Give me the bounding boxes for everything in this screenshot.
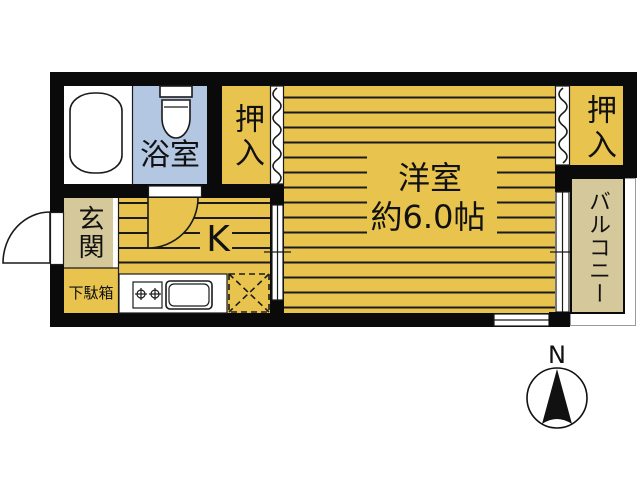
north-arrow-icon: [526, 367, 588, 429]
closet-east-floor: [570, 86, 623, 165]
shoe-cabinet-floor: [64, 268, 119, 313]
bathtub-icon: [69, 92, 123, 174]
wall-bottom: [50, 313, 570, 327]
window-south: [493, 313, 550, 327]
wall-south-east-pillar: [549, 312, 570, 327]
entrance-label: 玄関: [74, 205, 104, 261]
closet-west-label: 押入: [229, 103, 264, 171]
closet-east-label: 押入: [581, 94, 616, 164]
bathroom-door-opening: [147, 185, 203, 198]
closet-east-curtain-icon: [558, 87, 568, 164]
western-room-size: 約6.0帖: [370, 198, 486, 236]
wall-left-lower: [50, 265, 64, 327]
closet-west-floor: [222, 86, 270, 184]
two-burner-stove-icon: [132, 281, 163, 309]
entrance-floor: [64, 198, 113, 268]
sink-icon: [165, 280, 213, 310]
wall-bath-closet: [207, 72, 222, 198]
bathroom-door-swing-icon: [147, 197, 199, 249]
entrance-door-swing-icon: [2, 211, 51, 264]
wall-east-pillar: [555, 165, 570, 192]
entrance-door-opening: [49, 211, 65, 266]
closet-west-curtain-icon: [272, 87, 282, 185]
wall-left-upper: [50, 72, 64, 212]
room-floors: [64, 86, 623, 313]
bathroom-label: 浴室: [140, 138, 200, 173]
window-kitchen-western: [264, 204, 291, 301]
refrigerator-space-icon: [228, 273, 270, 313]
western-room-label: 洋室: [397, 159, 462, 197]
entrance-step: [113, 198, 119, 268]
walls: [50, 72, 637, 327]
closet-east-door-frame: [554, 85, 571, 166]
balcony-floor: [570, 177, 625, 314]
shoe-cabinet-label: 下駄箱: [68, 284, 114, 302]
kitchen-label: K: [206, 219, 230, 260]
compass-north-label: N: [548, 341, 566, 369]
wall-under-east-closet: [555, 165, 637, 178]
wall-right-upper: [623, 72, 637, 178]
toilet-icon: [159, 85, 193, 139]
western-room-flooring-lines: [284, 96, 555, 309]
balcony-label: バルコニー: [585, 190, 610, 305]
western-room-floor: [284, 86, 555, 313]
wall-top: [50, 72, 637, 86]
